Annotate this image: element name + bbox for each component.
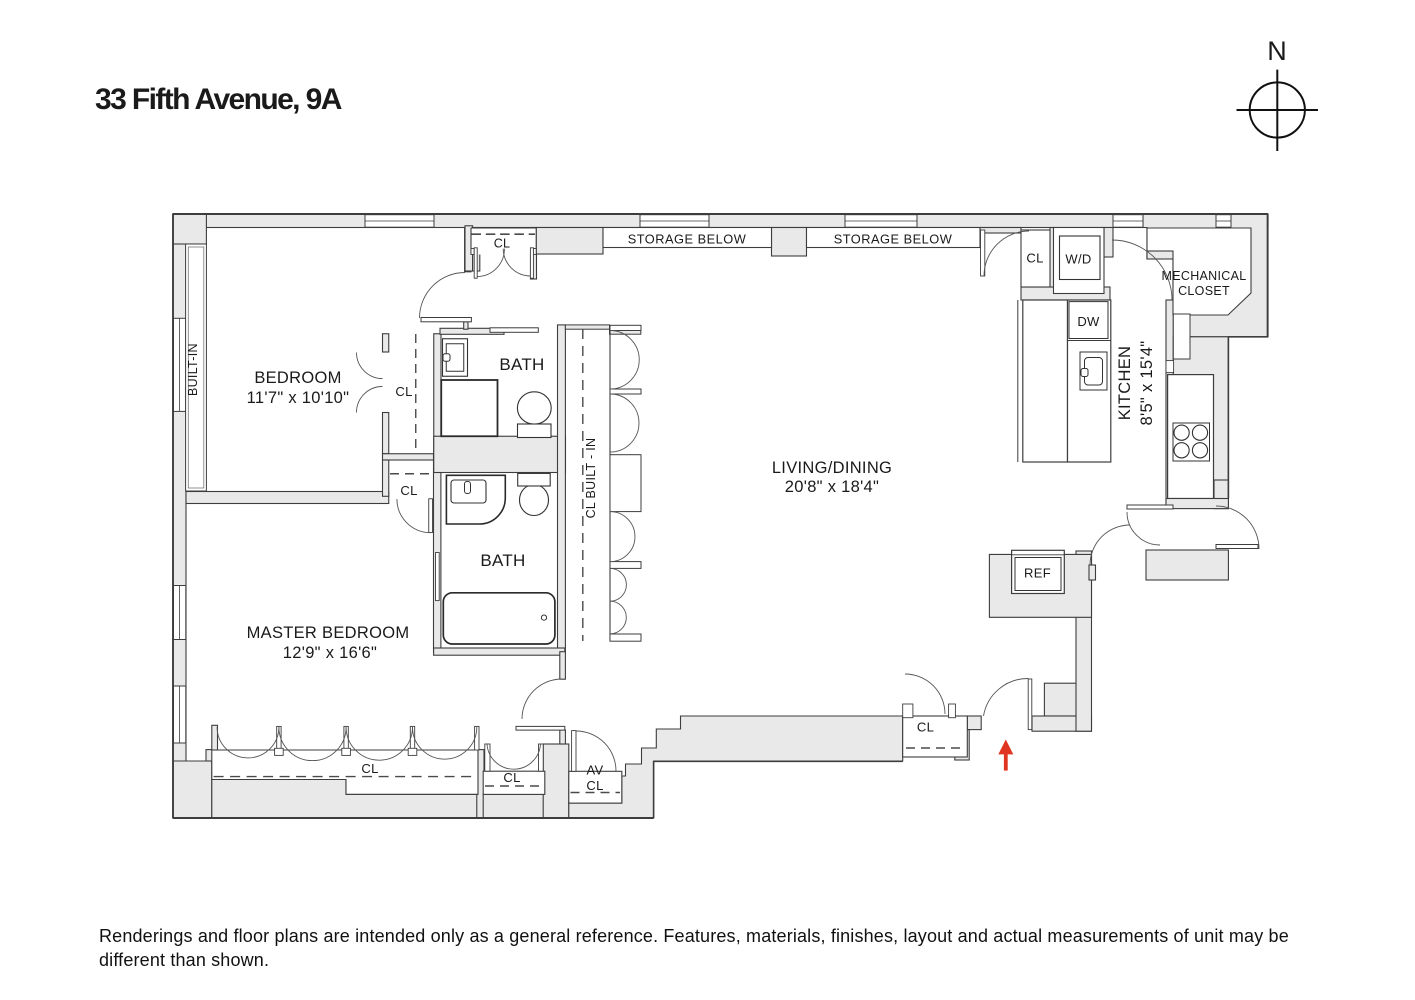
svg-text:BEDROOM: BEDROOM <box>254 369 341 387</box>
svg-text:20'8" x 18'4": 20'8" x 18'4" <box>785 478 879 496</box>
svg-text:CL BUILT - IN: CL BUILT - IN <box>584 438 598 519</box>
svg-text:MECHANICAL: MECHANICAL <box>1162 269 1247 283</box>
svg-text:CL: CL <box>494 237 511 251</box>
svg-text:BATH: BATH <box>499 355 544 374</box>
svg-text:REF: REF <box>1024 566 1051 581</box>
svg-text:MASTER BEDROOM: MASTER BEDROOM <box>247 624 410 642</box>
svg-text:CL: CL <box>917 720 934 735</box>
svg-text:12'9" x 16'6": 12'9" x 16'6" <box>283 644 377 662</box>
svg-text:DW: DW <box>1077 314 1100 329</box>
svg-text:KITCHEN: KITCHEN <box>1116 346 1134 421</box>
svg-text:W/D: W/D <box>1065 252 1091 267</box>
svg-text:AV: AV <box>587 763 604 778</box>
svg-text:STORAGE BELOW: STORAGE BELOW <box>834 232 953 247</box>
svg-text:LIVING/DINING: LIVING/DINING <box>772 459 892 477</box>
svg-text:CL: CL <box>1026 251 1043 266</box>
svg-text:STORAGE BELOW: STORAGE BELOW <box>628 232 747 247</box>
svg-text:CL: CL <box>503 770 520 785</box>
svg-text:CL: CL <box>400 483 417 498</box>
svg-text:8'5" x 15'4": 8'5" x 15'4" <box>1138 341 1156 426</box>
svg-text:CL: CL <box>395 384 412 399</box>
svg-text:N: N <box>1267 36 1287 66</box>
svg-text:CL: CL <box>361 761 378 776</box>
svg-text:BUILT-IN: BUILT-IN <box>186 343 200 396</box>
svg-text:CL: CL <box>586 778 603 793</box>
svg-text:11'7" x 10'10": 11'7" x 10'10" <box>247 389 350 407</box>
svg-text:BATH: BATH <box>480 551 525 570</box>
svg-text:CLOSET: CLOSET <box>1178 284 1230 298</box>
